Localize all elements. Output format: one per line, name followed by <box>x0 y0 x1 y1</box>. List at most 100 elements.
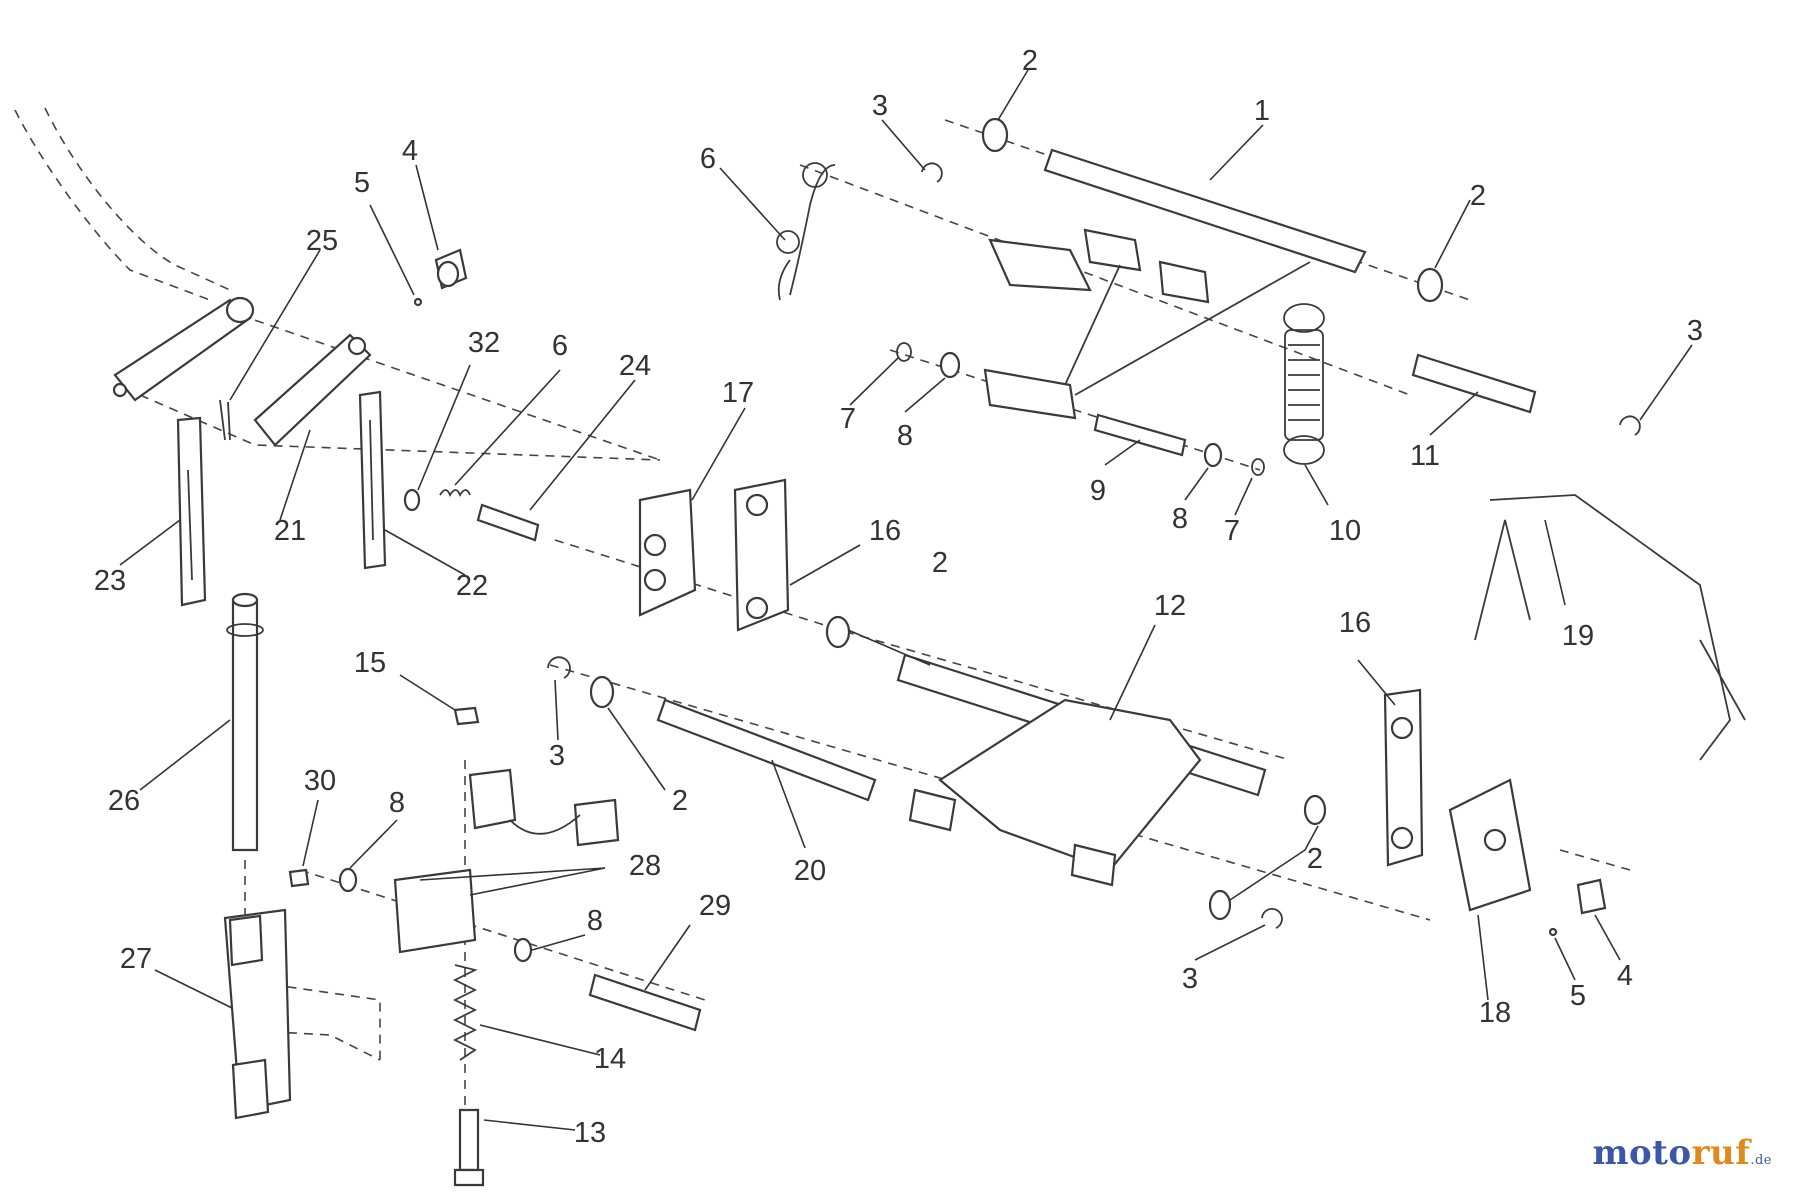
part-16-right-hole-b <box>1390 826 1414 850</box>
part-21-plate <box>253 333 372 447</box>
leader-7b <box>1234 477 1253 516</box>
callout-c24: 24 <box>619 350 651 382</box>
callout-c25: 25 <box>306 225 338 257</box>
part-8-washer-lower-mid <box>513 937 533 963</box>
leader-19 <box>1544 519 1566 606</box>
leader-27 <box>154 969 233 1009</box>
leader-6b <box>454 369 561 486</box>
part-1-lower-sleeve <box>983 368 1077 420</box>
part-4-bushing-bore <box>436 260 460 288</box>
leader-29 <box>644 924 691 991</box>
callout-c8c: 8 <box>389 787 405 819</box>
leader-12 <box>1109 624 1156 721</box>
callout-c16b: 16 <box>1339 607 1371 639</box>
callout-c32: 32 <box>468 327 500 359</box>
callout-c1: 1 <box>1254 95 1270 127</box>
part-27-lower-sleeve <box>231 1058 270 1120</box>
leader-8b <box>1184 467 1209 501</box>
leader-20 <box>771 759 806 849</box>
leader-22 <box>384 529 466 576</box>
leader-28 <box>419 867 606 896</box>
callout-c3b: 3 <box>1687 315 1703 347</box>
part-12-sleeve-a <box>908 788 957 832</box>
callout-c3d: 3 <box>1182 963 1198 995</box>
leader-23 <box>119 519 181 566</box>
axis-right-cam <box>1559 849 1631 871</box>
callout-c22: 22 <box>456 570 488 602</box>
leader-2d <box>607 707 666 791</box>
leader-2b <box>1434 199 1471 269</box>
leader-2e <box>1229 825 1319 901</box>
leader-lines <box>119 69 1693 1131</box>
callout-c6a: 6 <box>700 143 716 175</box>
leader-6a <box>719 167 786 241</box>
leader-18 <box>1477 914 1489 1001</box>
leader-15 <box>399 674 456 711</box>
part-3-clip-mid <box>547 656 571 679</box>
part-12-plate <box>938 698 1202 872</box>
part-6-coil-a <box>802 162 828 188</box>
part-4-bushing-right <box>1576 878 1607 915</box>
leader-30 <box>302 799 319 867</box>
part-16-plate-left <box>733 478 790 632</box>
part-17-hole-b <box>643 568 667 592</box>
leader-11 <box>1429 391 1479 436</box>
leader-9 <box>1104 439 1141 466</box>
parts <box>112 117 1746 1187</box>
part-9-pin <box>1093 413 1187 457</box>
leader-1 <box>1209 124 1264 181</box>
axis-bracket-box <box>239 979 381 1060</box>
part-11-pin <box>1411 353 1537 414</box>
part-15-nut <box>453 706 480 726</box>
part-28-side-ear <box>573 798 620 847</box>
part-32-washer <box>403 488 421 512</box>
leader-21 <box>279 429 311 521</box>
part-8-washer-lower-left <box>338 867 358 893</box>
part-2-washer-lower <box>1208 889 1232 921</box>
part-18-hole <box>1483 828 1507 852</box>
part-8-washer-right <box>1203 442 1223 468</box>
part-2-washer-lower-right <box>1303 794 1327 826</box>
part-16-left-hole-b <box>745 596 769 620</box>
part-20-shaft <box>656 698 877 802</box>
part-12-sleeve-b <box>1070 843 1117 887</box>
part-24-pin <box>476 503 540 542</box>
part-23-slot <box>187 469 193 581</box>
callout-labels: 1222223333445566778888910111213141516161… <box>94 45 1703 1149</box>
part-1-sleeve-b <box>1158 260 1210 304</box>
part-2-washer-mid <box>825 615 851 649</box>
leader-13 <box>483 1119 576 1131</box>
watermark-part-c: .de <box>1750 1153 1772 1168</box>
axis-lower-shaft <box>549 664 1431 921</box>
callout-c8b: 8 <box>1172 503 1188 535</box>
part-28-block <box>393 868 477 954</box>
part-10-spring-body <box>1284 329 1324 441</box>
part-26-shaft-top <box>231 592 259 608</box>
callout-c23: 23 <box>94 565 126 597</box>
part-1-rod <box>1043 148 1367 274</box>
callout-c15: 15 <box>354 647 386 679</box>
leader-5a <box>369 204 415 296</box>
part-7-ring-right <box>1251 458 1265 476</box>
part-5-pin <box>413 297 423 307</box>
callout-c7b: 7 <box>1224 515 1240 547</box>
part-5-pin-right <box>1548 927 1558 937</box>
callout-c13: 13 <box>574 1117 606 1149</box>
callout-c30: 30 <box>304 765 336 797</box>
part-1-frame-legs <box>1064 261 1311 396</box>
callout-c26: 26 <box>108 785 140 817</box>
leader-10 <box>1304 464 1329 506</box>
part-25-pin <box>219 399 231 441</box>
leader-2a <box>997 69 1029 121</box>
part-2-washer-top-left <box>981 117 1009 153</box>
part-3-clip-top <box>921 162 943 183</box>
callout-c2a: 2 <box>1022 45 1038 77</box>
part-8-washer-left <box>939 351 961 379</box>
part-1-sleeve <box>1083 228 1142 272</box>
part-22-link <box>358 390 387 570</box>
part-17-hole-a <box>643 533 667 557</box>
part-3-clip-lower <box>1261 907 1283 929</box>
part-10-spring-coils <box>1288 344 1320 421</box>
